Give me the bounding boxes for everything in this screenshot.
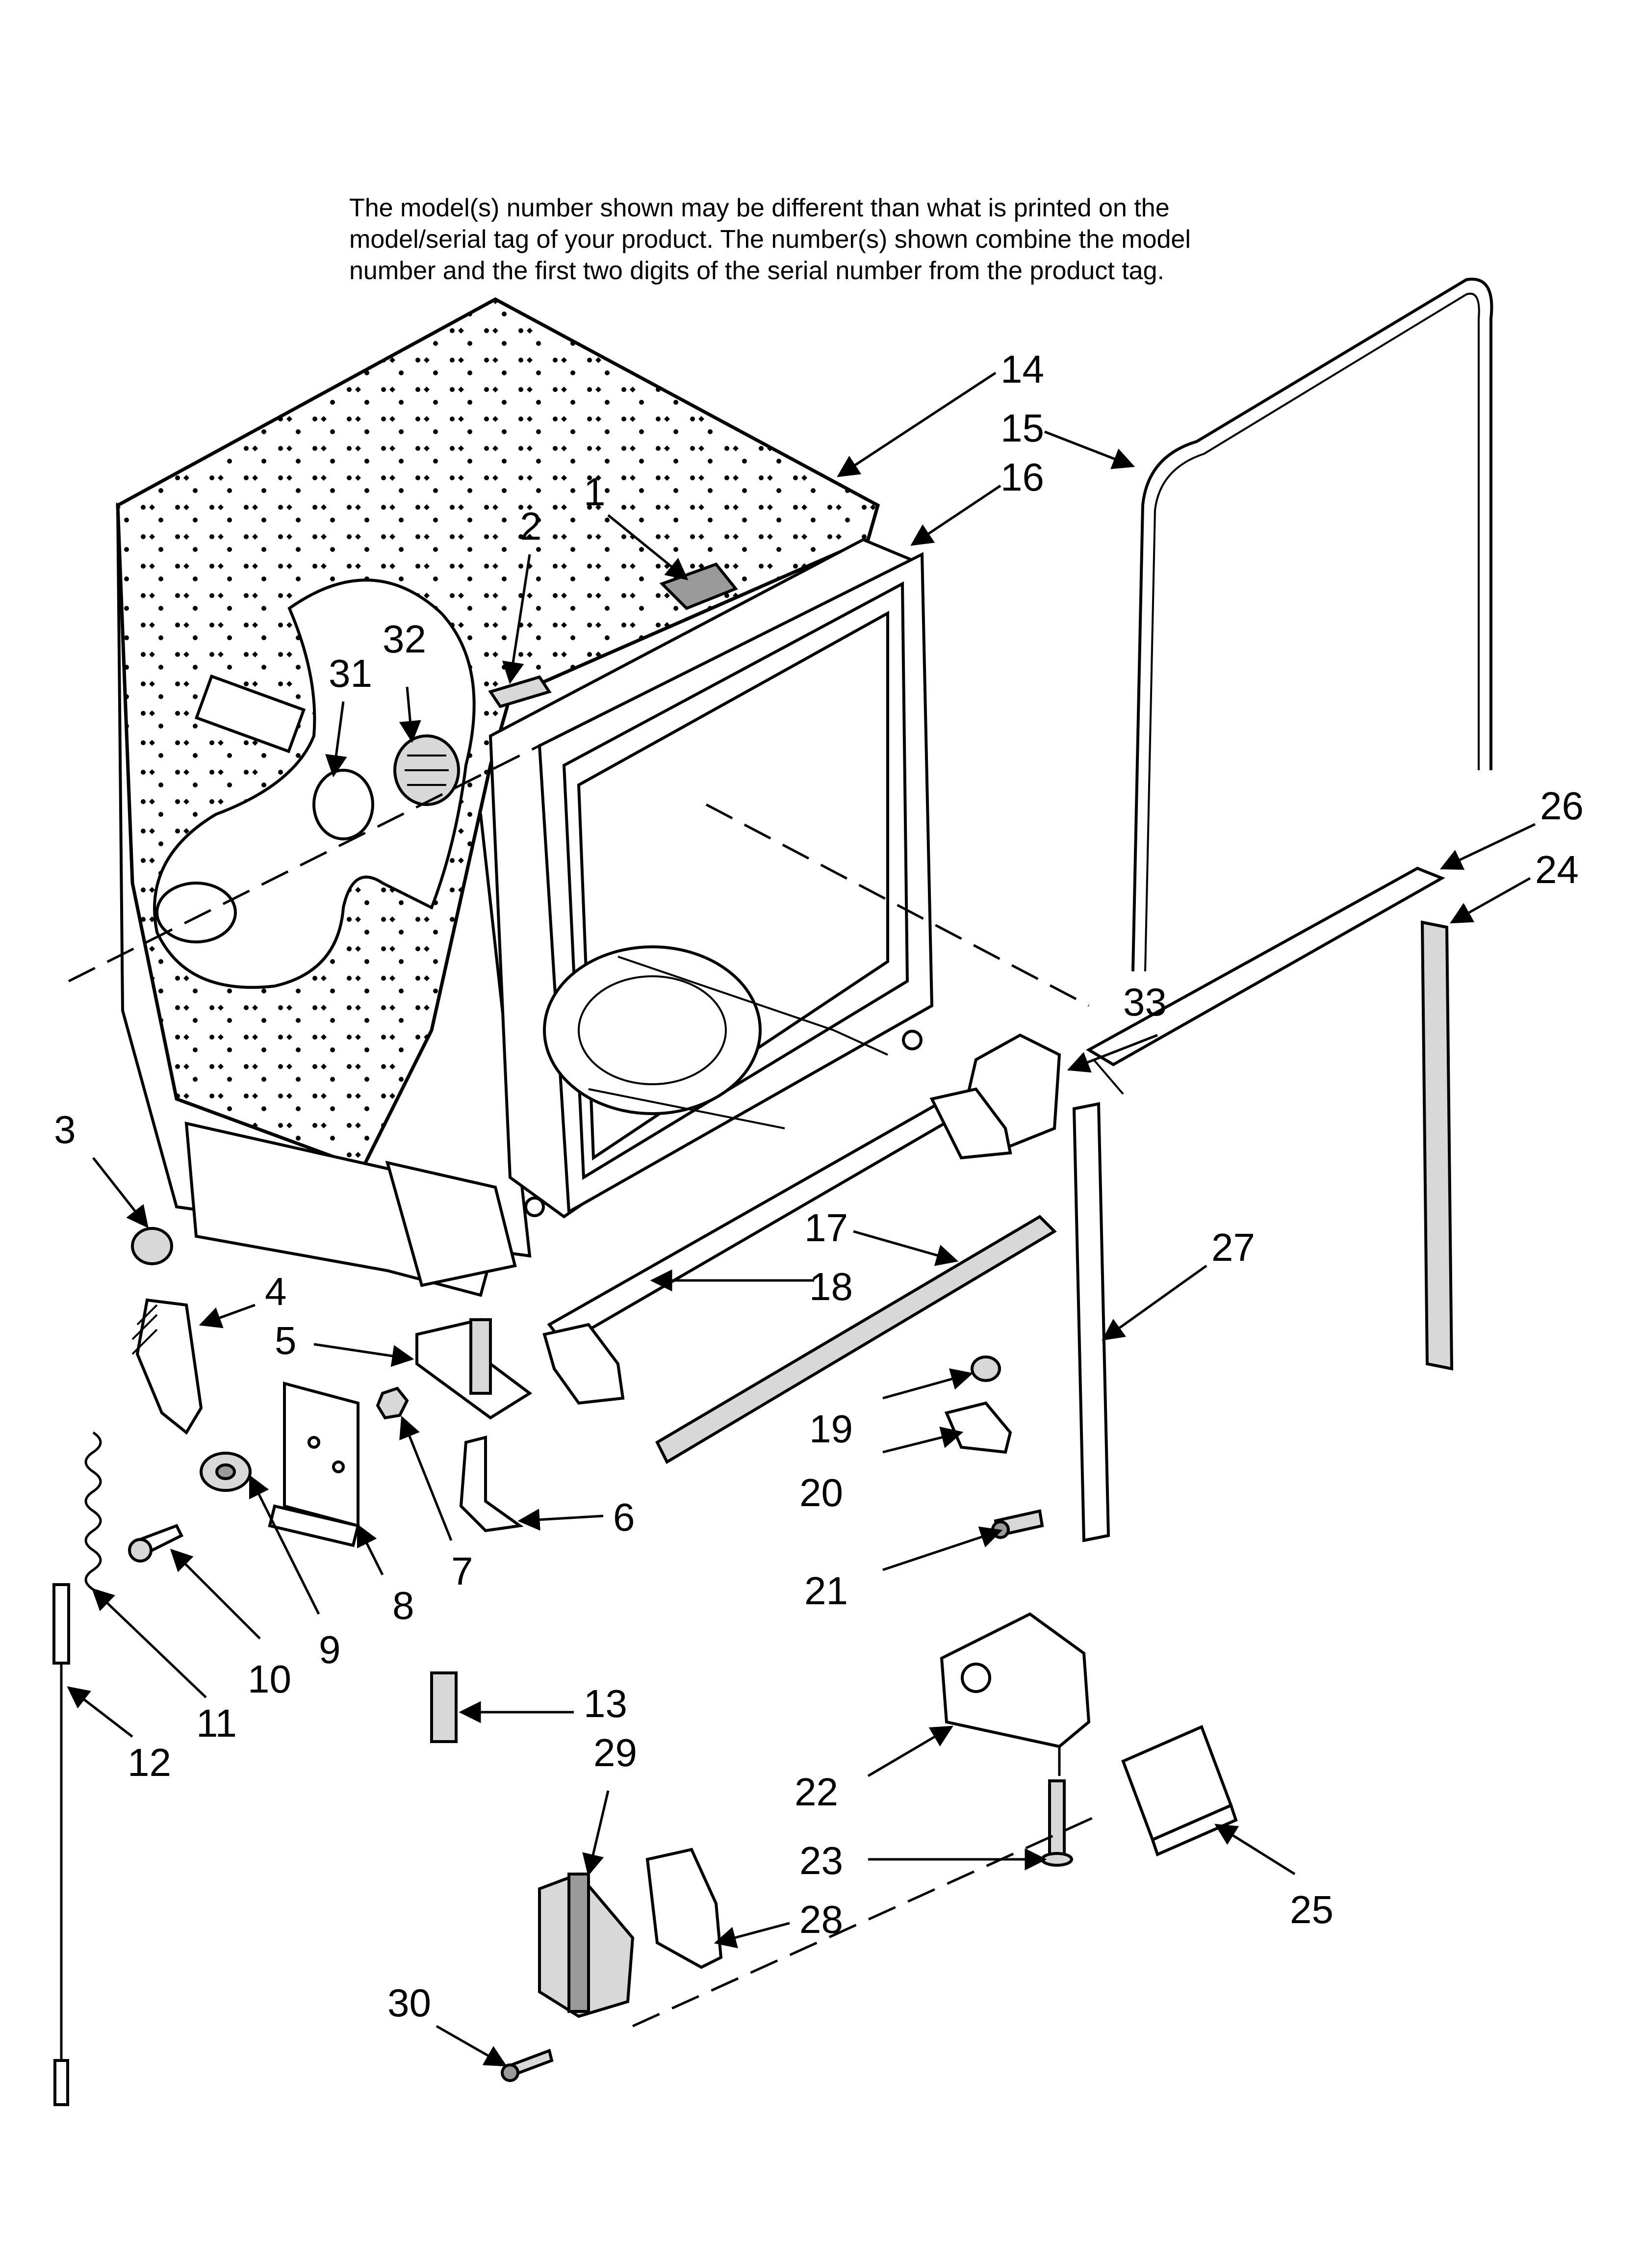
callout-30: 30: [387, 1981, 431, 2025]
callout-21: 21: [804, 1569, 848, 1613]
part-31-ring: [312, 769, 374, 840]
callout-11: 11: [196, 1701, 237, 1745]
tub-front-frame: [184, 552, 934, 1297]
callout-16: 16: [1001, 455, 1044, 499]
callout-9: 9: [319, 1628, 341, 1671]
callout-1: 1: [584, 470, 606, 514]
part-8-plate: [283, 1382, 359, 1528]
part-17-strip: [655, 1215, 1057, 1464]
callout-17: 17: [804, 1206, 848, 1250]
callout-6: 6: [613, 1495, 635, 1539]
note-line-3: number and the first two digits of the s…: [349, 257, 1164, 285]
centerline-left: [68, 744, 540, 983]
tub-sump: [543, 945, 762, 1115]
callout-2: 2: [520, 504, 542, 548]
side-port: [155, 882, 237, 943]
callout-labels: 1 2 3 4 5 6 7 8 9 10 11 12 13 14 15 16 1…: [54, 347, 1584, 2025]
callout-22: 22: [795, 1770, 838, 1814]
centerline-main: [705, 803, 1090, 1007]
part-6-hook: [459, 1435, 524, 1533]
callout-19: 19: [809, 1407, 853, 1451]
callout-24: 24: [1535, 848, 1579, 891]
part-24-trim: [1420, 920, 1454, 1371]
note-line-2: model/serial tag of your product. The nu…: [349, 225, 1191, 254]
part-3-plug: [131, 1227, 173, 1265]
part-27-trim: [1072, 1102, 1110, 1542]
part-23-leg: [1048, 1779, 1066, 1856]
callout-18: 18: [809, 1265, 853, 1308]
part-1-clip: [659, 562, 738, 610]
callout-27: 27: [1211, 1225, 1255, 1269]
part-22-bracket: [940, 1612, 1091, 1748]
callout-14: 14: [1001, 347, 1044, 391]
callout-13: 13: [584, 1682, 627, 1725]
callout-5: 5: [275, 1319, 297, 1362]
part-13-clip: [430, 1671, 458, 1743]
callout-20: 20: [799, 1471, 843, 1514]
callout-12: 12: [128, 1741, 171, 1784]
part-11-spring: [84, 1431, 102, 1591]
part-20-clip: [944, 1401, 1012, 1454]
part-12-link: [52, 1583, 70, 1665]
model-number-note: The model(s) number shown may be differe…: [349, 192, 1428, 287]
callout-32: 32: [383, 617, 426, 661]
blanket-cutout: [153, 578, 476, 989]
leader-lines: [67, 371, 1536, 2067]
callout-31: 31: [329, 652, 372, 695]
part-7-nut: [376, 1386, 409, 1420]
door-gasket: [1131, 278, 1493, 972]
callout-26: 26: [1540, 784, 1584, 828]
callout-33: 33: [1123, 980, 1167, 1024]
callout-8: 8: [392, 1584, 414, 1627]
blanket-slot: [194, 674, 306, 754]
part-28-bracket: [645, 1848, 723, 1969]
callout-15: 15: [1001, 406, 1044, 450]
callout-3: 3: [54, 1108, 76, 1151]
callout-10: 10: [248, 1657, 291, 1701]
part-26-trim: [1085, 866, 1445, 1067]
note-line-1: The model(s) number shown may be differe…: [349, 194, 1170, 222]
callout-25: 25: [1290, 1888, 1334, 1931]
callout-23: 23: [799, 1839, 843, 1882]
callout-28: 28: [799, 1898, 843, 1941]
callout-7: 7: [451, 1549, 473, 1593]
part-19-bulb: [971, 1356, 1001, 1382]
callout-4: 4: [265, 1270, 287, 1313]
part-4-bracket: [135, 1298, 203, 1435]
callout-29: 29: [593, 1731, 637, 1774]
